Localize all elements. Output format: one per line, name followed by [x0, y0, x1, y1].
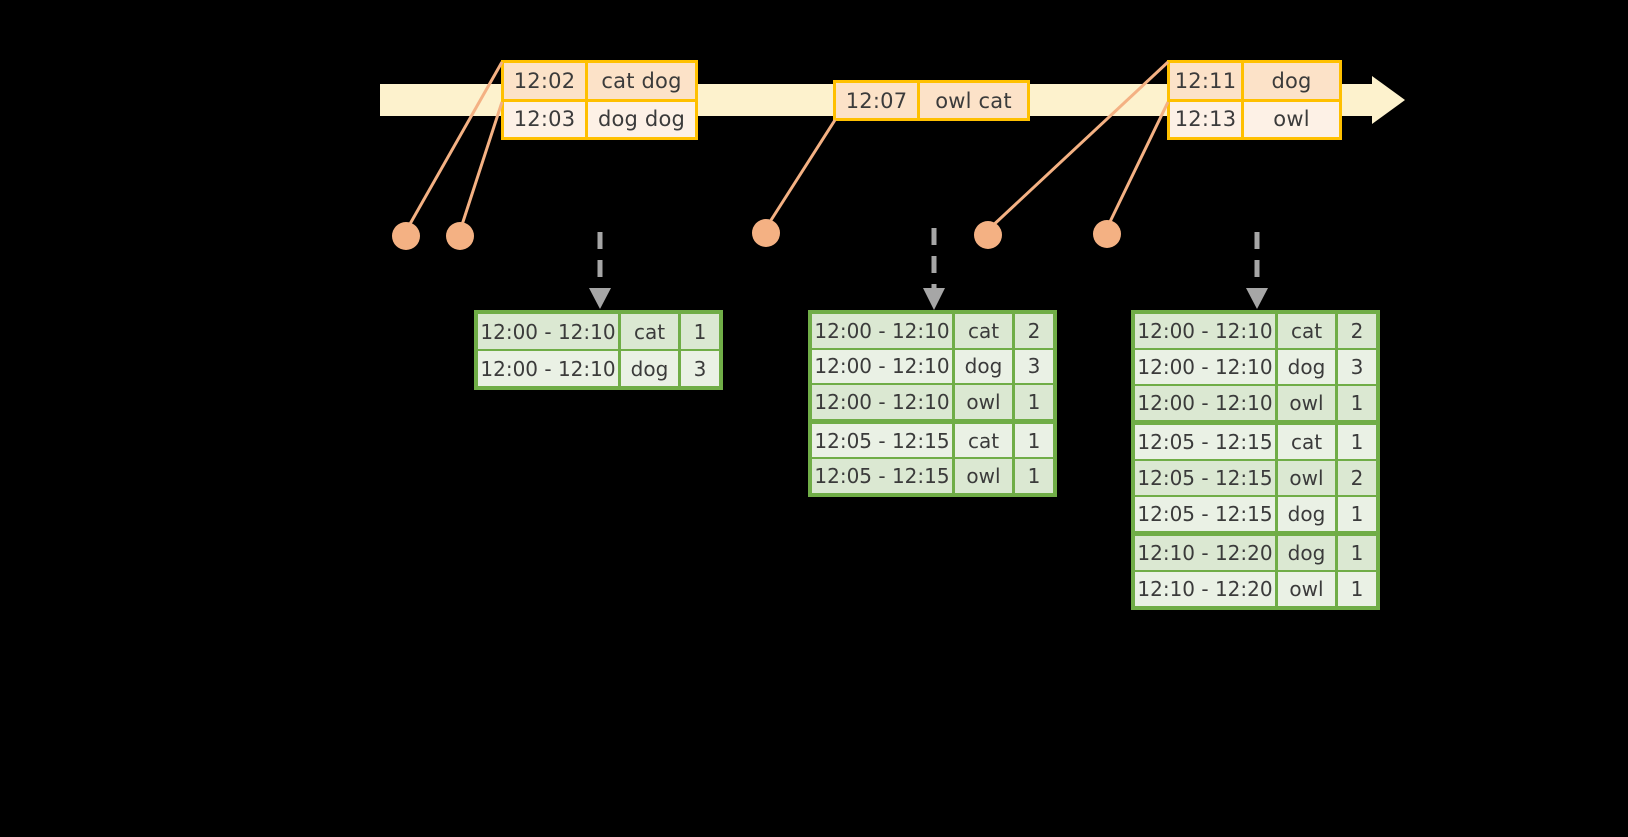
cell-window: 12:00 - 12:10 [812, 385, 955, 419]
cell-window: 12:00 - 12:10 [478, 314, 621, 349]
event-time: 12:02 [504, 63, 588, 99]
event-time: 12:07 [836, 83, 920, 118]
cell-window: 12:00 - 12:10 [812, 349, 955, 384]
timeline-arrowhead [1372, 76, 1405, 124]
cell-count: 2 [1015, 314, 1053, 348]
cell-window: 12:00 - 12:10 [478, 351, 621, 386]
cell-count: 1 [1338, 386, 1376, 420]
cell-count: 1 [1015, 423, 1053, 458]
event-row: 12:02 cat dog [504, 63, 695, 99]
table-row: 12:05 - 12:15 owl 1 [812, 457, 1053, 493]
cell-count: 1 [1338, 536, 1376, 570]
cell-window: 12:00 - 12:10 [812, 314, 955, 348]
cell-key: cat [621, 314, 681, 349]
dashed-arrow-1 [589, 232, 611, 309]
event-row: 12:07 owl cat [836, 83, 1027, 118]
cell-window: 12:05 - 12:15 [1135, 497, 1278, 531]
cell-window: 12:05 - 12:15 [812, 459, 955, 493]
table-row: 12:00 - 12:10 owl 1 [1135, 384, 1376, 420]
cell-key: owl [1278, 461, 1338, 495]
event-payload: owl [1244, 101, 1339, 137]
connector-dot-4 [974, 221, 1002, 249]
table-row: 12:05 - 12:15 dog 1 [1135, 495, 1376, 531]
cell-key: owl [1278, 386, 1338, 420]
event-box-group-2: 12:07 owl cat [833, 80, 1030, 121]
table-row: 12:05 - 12:15 cat 1 [1135, 420, 1376, 459]
table-row: 12:05 - 12:15 cat 1 [812, 418, 1053, 458]
cell-key: dog [1278, 536, 1338, 570]
cell-count: 3 [1015, 349, 1053, 384]
table-row: 12:00 - 12:10 cat 2 [812, 314, 1053, 348]
table-row: 12:00 - 12:10 dog 3 [478, 349, 719, 386]
cell-key: dog [1278, 497, 1338, 531]
event-payload: dog dog [588, 101, 695, 137]
result-table-3: 12:00 - 12:10 cat 2 12:00 - 12:10 dog 3 … [1131, 310, 1380, 610]
cell-count: 1 [1015, 459, 1053, 493]
table-row: 12:00 - 12:10 cat 2 [1135, 314, 1376, 348]
cell-count: 1 [1338, 572, 1376, 606]
event-box-group-1: 12:02 cat dog 12:03 dog dog [501, 60, 698, 140]
result-table-2: 12:00 - 12:10 cat 2 12:00 - 12:10 dog 3 … [808, 310, 1057, 497]
cell-window: 12:10 - 12:20 [1135, 536, 1278, 570]
cell-window: 12:00 - 12:10 [1135, 314, 1278, 348]
table-row: 12:00 - 12:10 cat 1 [478, 314, 719, 349]
dashed-arrow-3 [1246, 232, 1268, 309]
event-payload: owl cat [920, 83, 1027, 118]
cell-key: owl [1278, 572, 1338, 606]
connector-dot-2 [446, 222, 474, 250]
cell-count: 2 [1338, 314, 1376, 348]
table-row: 12:10 - 12:20 owl 1 [1135, 570, 1376, 606]
connector-line-3 [764, 119, 837, 229]
connector-line-5 [1105, 101, 1170, 229]
table-row: 12:05 - 12:15 owl 2 [1135, 459, 1376, 495]
result-table-1: 12:00 - 12:10 cat 1 12:00 - 12:10 dog 3 [474, 310, 723, 390]
table-row: 12:00 - 12:10 dog 3 [812, 347, 1053, 384]
cell-key: cat [1278, 314, 1338, 348]
connector-dot-5 [1093, 220, 1121, 248]
cell-key: cat [1278, 425, 1338, 459]
cell-window: 12:05 - 12:15 [1135, 461, 1278, 495]
cell-count: 3 [681, 351, 719, 386]
cell-key: dog [621, 351, 681, 386]
cell-key: owl [955, 385, 1015, 419]
connector-line-2 [458, 101, 504, 232]
dashed-arrow-2 [923, 228, 945, 310]
cell-key: dog [955, 349, 1015, 384]
event-box-group-3: 12:11 dog 12:13 owl [1167, 60, 1342, 140]
cell-key: owl [955, 459, 1015, 493]
cell-key: cat [955, 423, 1015, 458]
connector-dot-1 [392, 222, 420, 250]
cell-count: 1 [681, 314, 719, 349]
event-time: 12:03 [504, 101, 588, 137]
connector-dot-3 [752, 219, 780, 247]
event-payload: cat dog [588, 63, 695, 99]
table-row: 12:10 - 12:20 dog 1 [1135, 531, 1376, 570]
event-row: 12:13 owl [1170, 98, 1339, 137]
cell-count: 1 [1015, 385, 1053, 419]
cell-window: 12:10 - 12:20 [1135, 572, 1278, 606]
event-time: 12:11 [1170, 63, 1244, 99]
cell-window: 12:05 - 12:15 [1135, 425, 1278, 459]
cell-window: 12:00 - 12:10 [1135, 350, 1278, 384]
table-row: 12:00 - 12:10 owl 1 [812, 383, 1053, 419]
event-time: 12:13 [1170, 101, 1244, 137]
cell-count: 2 [1338, 461, 1376, 495]
cell-count: 3 [1338, 350, 1376, 384]
cell-window: 12:05 - 12:15 [812, 423, 955, 458]
cell-count: 1 [1338, 497, 1376, 531]
event-row: 12:11 dog [1170, 63, 1339, 99]
cell-window: 12:00 - 12:10 [1135, 386, 1278, 420]
event-payload: dog [1244, 63, 1339, 99]
cell-key: dog [1278, 350, 1338, 384]
table-row: 12:00 - 12:10 dog 3 [1135, 348, 1376, 384]
event-row: 12:03 dog dog [504, 98, 695, 137]
cell-key: cat [955, 314, 1015, 348]
cell-count: 1 [1338, 425, 1376, 459]
